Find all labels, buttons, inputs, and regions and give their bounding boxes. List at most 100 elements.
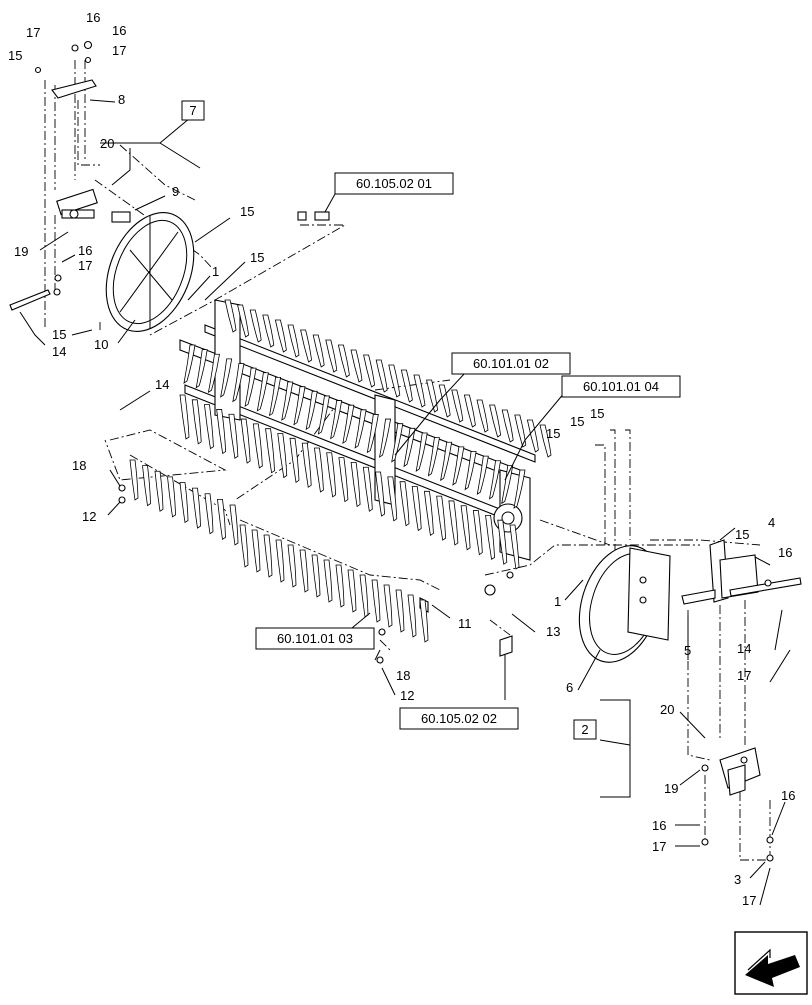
tine [142,465,151,507]
tine [154,470,164,512]
tine [129,459,139,501]
tine [460,505,471,551]
tine [263,534,273,578]
tine [338,457,349,503]
callout-number: 15 [735,527,749,542]
callout-number: 5 [684,643,691,658]
tine [224,299,237,333]
tine [330,400,343,440]
brace-14-left [9,274,62,311]
tine [287,544,297,588]
tine [249,309,262,343]
tine [485,514,495,561]
callout-number: 17 [112,43,126,58]
callout-number: 15 [250,250,264,265]
tine [237,304,250,338]
tine [274,319,287,353]
tine [293,386,306,426]
tine [342,404,355,445]
tine [326,452,337,498]
tine [419,599,429,643]
tine [501,409,514,443]
ref-60-101-01-04: 60.101.01 04 [583,379,659,394]
tine [287,324,300,358]
tine [301,442,312,488]
tine [388,364,401,398]
tine [207,353,220,394]
tine [229,504,239,546]
tine [275,539,285,583]
callout-number: 12 [400,688,414,703]
callout-number: 3 [734,872,741,887]
callout-number: 15 [546,426,560,441]
tine [305,390,318,431]
tine [436,495,447,541]
tine [427,437,440,477]
tine [513,469,526,509]
tine [203,404,214,450]
tine [323,559,333,603]
tine [391,423,404,463]
tine [204,493,214,535]
tine [228,413,239,459]
tine [400,369,413,403]
tine [251,529,261,573]
tine [395,589,405,633]
tine [413,374,426,408]
callout-number: 4 [768,515,775,530]
tine [488,460,502,500]
bracket-8 [34,40,97,99]
tine [347,569,357,613]
callout-number: 16 [78,243,92,258]
tine [403,427,416,468]
callout-number: 6 [566,680,573,695]
next-view-arrow-icon[interactable] [734,931,808,995]
callout-number: 16 [781,788,795,803]
tine [317,395,330,435]
tine [167,476,176,518]
callout-number: 17 [652,839,666,854]
tine [232,363,245,403]
group-label-7: 7 [189,103,196,118]
tine [526,419,539,453]
tine [440,441,453,482]
tine [277,433,288,479]
callout-number: 14 [737,641,751,656]
tine [179,482,189,524]
tine [179,394,190,440]
ref-60-105-02-01: 60.105.02 01 [356,176,432,191]
tine [426,379,439,413]
ref-60-101-01-02: 60.101.01 02 [473,356,549,371]
tine [217,498,226,541]
callout-number: 10 [94,337,108,352]
leader-lines [19,99,791,906]
reference-labels: 60.105.02 01 60.101.01 02 60.101.01 04 6… [181,100,681,740]
ref-60-101-01-03: 60.101.01 03 [277,631,353,646]
callout-number: 14 [155,377,169,392]
tine [313,447,324,493]
callout-number: 17 [742,893,756,908]
callout-number: 14 [52,344,66,359]
tine [464,451,477,491]
tine [354,409,367,449]
callout-number: 18 [396,668,410,683]
tine [463,394,476,428]
tine [448,500,459,546]
callout-number: 15 [570,414,584,429]
callout-number: 17 [78,258,92,273]
tine [497,519,508,565]
tine [335,564,345,608]
tine [539,424,552,458]
tine [452,446,465,486]
tine [337,344,350,378]
tine [509,524,520,570]
reel-end-plate-right [578,545,671,663]
callout-number: 16 [86,10,100,25]
tine [371,579,381,623]
tine [366,414,379,454]
tine [252,423,263,469]
tine [239,524,249,568]
tine [265,428,275,474]
tine [387,476,398,522]
